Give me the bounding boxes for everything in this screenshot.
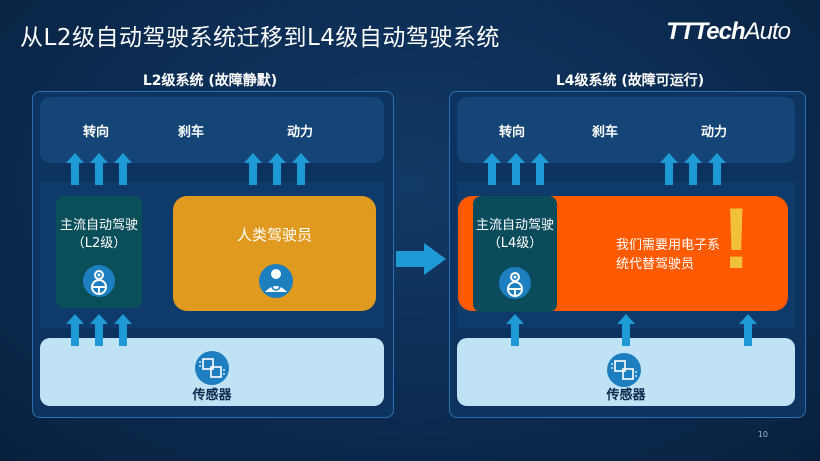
l4-brake-label: 刹车 — [592, 125, 619, 140]
human-driver-label: 人类驾驶员 — [236, 226, 312, 244]
l2-controller-label-1: 主流自动驾驶 — [59, 218, 138, 233]
up-arrow-icon — [114, 314, 132, 346]
right-arrow-icon — [396, 243, 446, 275]
l4-power-label: 动力 — [701, 125, 728, 140]
up-arrow-icon — [90, 153, 108, 185]
up-arrow-icon — [66, 153, 84, 185]
chip-sensor-icon — [606, 352, 642, 388]
up-arrow-icon — [684, 153, 702, 185]
up-arrow-icon — [292, 153, 310, 185]
steering-wheel-gear-icon — [82, 264, 116, 298]
exclamation-mark: ! — [722, 191, 751, 287]
up-arrow-icon — [739, 314, 757, 346]
logo-light: Auto — [744, 18, 791, 45]
l4-controller-label-1: 主流自动驾驶 — [475, 218, 554, 233]
up-arrow-icon — [660, 153, 678, 185]
up-arrow-icon — [66, 314, 84, 346]
l4-steering-label: 转向 — [499, 125, 526, 140]
l4-actuator-bar — [457, 97, 795, 163]
up-arrow-icon — [268, 153, 286, 185]
page-number: 10 — [757, 430, 768, 439]
up-arrow-icon — [531, 153, 549, 185]
slide-title: 从L2级自动驾驶系统迁移到L4级自动驾驶系统 — [20, 25, 500, 51]
l4-controller-label-2: （L4级） — [487, 236, 543, 251]
chip-sensor-icon — [194, 350, 230, 386]
l2-actuator-bar — [40, 97, 384, 163]
up-arrow-icon — [114, 153, 132, 185]
logo: TTTechAuto — [666, 18, 791, 46]
driver-icon — [259, 264, 293, 298]
l2-steering-label: 转向 — [83, 125, 110, 140]
up-arrow-icon — [507, 153, 525, 185]
l4-sensor-label: 传感器 — [606, 388, 646, 403]
up-arrow-icon — [483, 153, 501, 185]
electronic-driver-text-2: 统代替驾驶员 — [616, 257, 695, 272]
l2-brake-label: 刹车 — [178, 125, 205, 140]
up-arrow-icon — [244, 153, 262, 185]
l4-system-title: L4级系统 (故障可运行) — [555, 73, 705, 89]
l2-power-label: 动力 — [287, 125, 314, 140]
up-arrow-icon — [90, 314, 108, 346]
l2-controller-label-2: （L2级） — [71, 236, 127, 251]
l2-system-title: L2级系统 (故障静默) — [142, 73, 278, 89]
human-driver-box: 人类驾驶员 — [173, 196, 376, 311]
up-arrow-icon — [506, 314, 524, 346]
l2-sensor-label: 传感器 — [192, 388, 232, 403]
up-arrow-icon — [617, 314, 635, 346]
up-arrow-icon — [708, 153, 726, 185]
electronic-driver-text-1: 我们需要用电子系 — [616, 238, 721, 253]
steering-wheel-gear-icon — [498, 266, 532, 300]
logo-bold: TTTech — [666, 18, 745, 45]
